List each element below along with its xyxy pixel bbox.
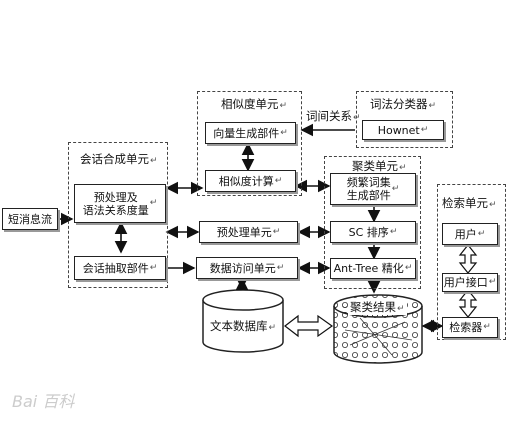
similarity-calc-box: 相似度计算↵ [205, 170, 296, 192]
preprocess-syntax-box: 预处理及 语法关系度量↵ [74, 184, 166, 223]
lexical-relation-label: 词间关系↵ [306, 109, 361, 123]
retrieval-unit-frame [437, 184, 506, 340]
sc-sort-box: SC 排序↵ [330, 221, 416, 243]
hownet-box: Hownet↵ [362, 120, 444, 140]
similarity-unit-title: 相似度单元↵ [221, 97, 288, 111]
ant-tree-box: Ant-Tree 精化↵ [330, 258, 416, 279]
data-access-box: 数据访问单元↵ [196, 257, 298, 279]
lexical-classifier-title: 词法分类器↵ [370, 97, 437, 111]
cluster-result-label: 聚类结果↵ [348, 299, 407, 315]
retrieval-unit-title: 检索单元↵ [442, 196, 497, 210]
user-interface-box: 用户接口↵ [442, 273, 498, 292]
searcher-box: 检索器↵ [442, 317, 498, 338]
sms-stream-box: 短消息流 [2, 208, 58, 230]
vector-generation-box: 向量生成部件↵ [205, 122, 296, 144]
session-extract-box: 会话抽取部件↵ [74, 256, 166, 280]
session-unit-frame [68, 142, 168, 288]
frequent-itemset-box: 频繁词集 生成部件↵ [330, 173, 416, 205]
similarity-unit-frame [197, 91, 302, 196]
preprocess-unit-box: 预处理单元↵ [199, 221, 298, 243]
arrow-textdb-cluster [284, 314, 334, 338]
text-database-label: 文本数据库↵ [210, 319, 277, 333]
watermark: Bai 百科 [12, 392, 75, 411]
clustering-unit-title: 聚类单元↵ [352, 159, 407, 173]
clustering-unit-frame [324, 156, 421, 289]
session-unit-title: 会话合成单元↵ [80, 152, 158, 166]
lexical-classifier-frame [356, 91, 453, 148]
user-box: 用户↵ [442, 223, 498, 245]
